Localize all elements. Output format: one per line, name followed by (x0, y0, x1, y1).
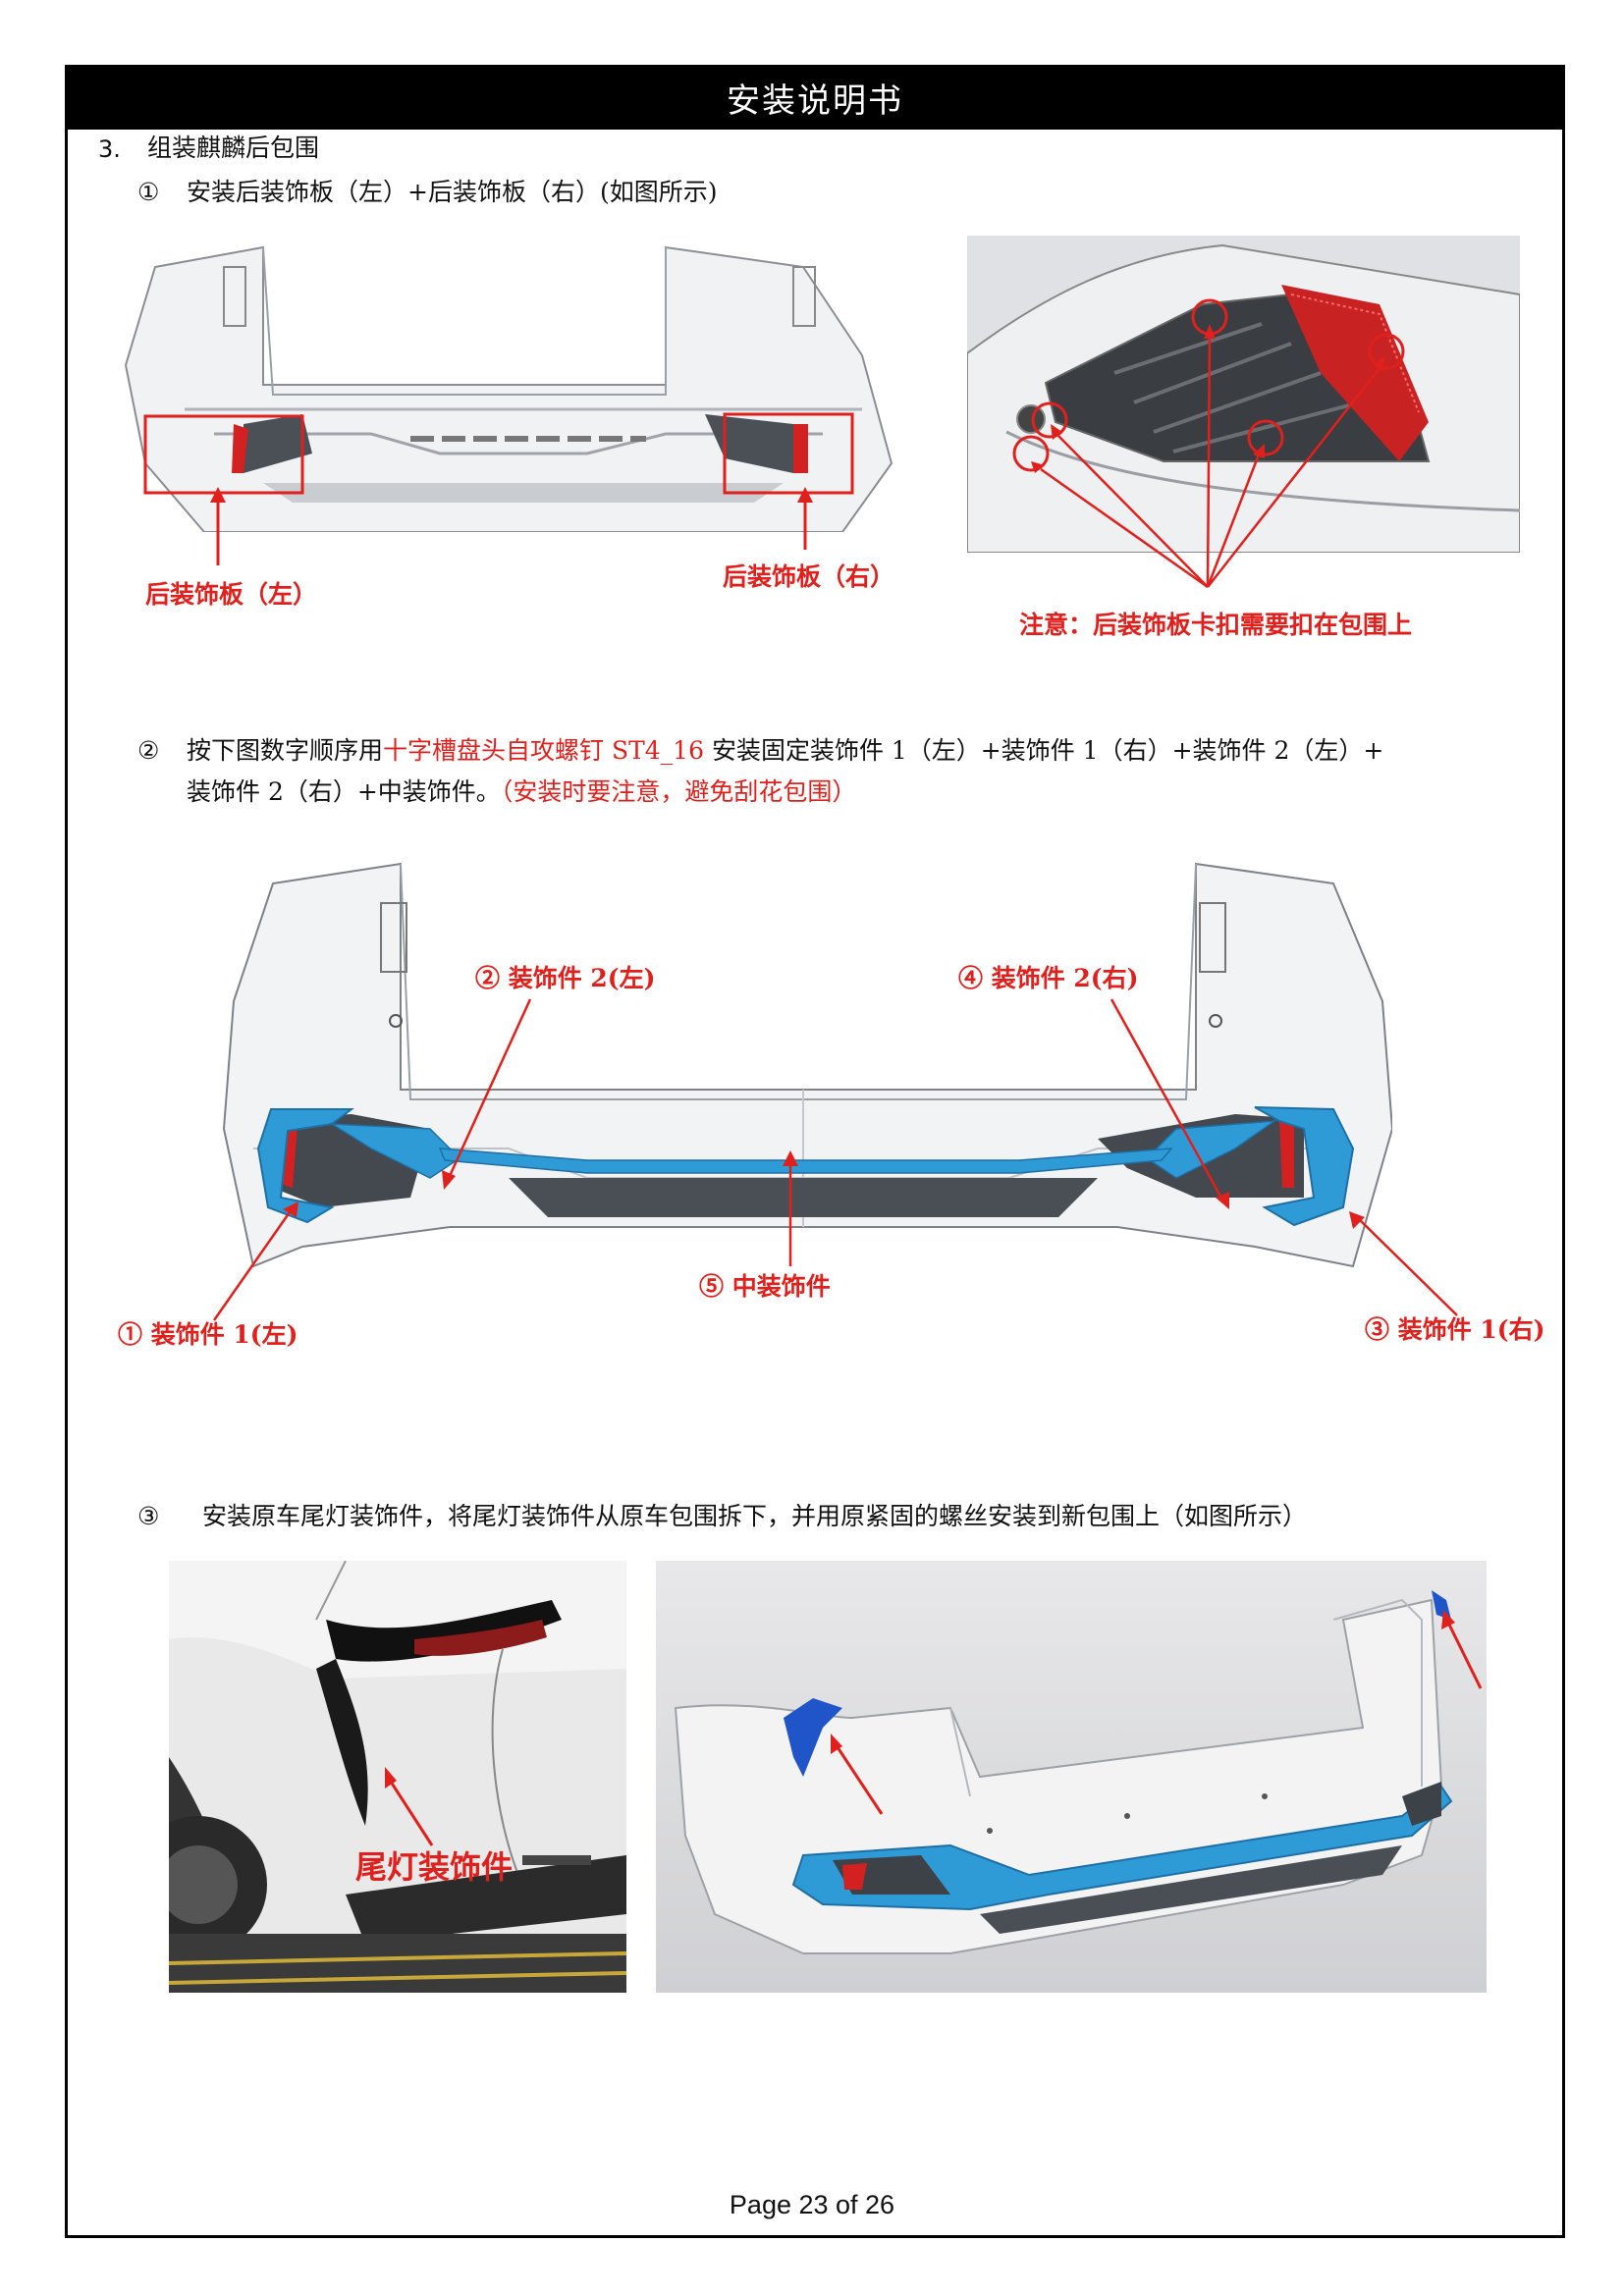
label-trim-2-right: ④ 装饰件 2(右) (958, 964, 1139, 992)
step2-warning: （安装时要注意，避免刮花包围） (500, 777, 857, 806)
clip-detail-image (967, 236, 1520, 553)
clip-note: 注意：后装饰板卡扣需要扣在包围上 (1019, 611, 1413, 639)
trim-assembly-diagram (214, 854, 1392, 1276)
step1-instruction: 安装后装饰板（左）+后装饰板（右）(如图所示) (187, 178, 718, 206)
label-trim-1-left: ① 装饰件 1(左) (118, 1320, 298, 1349)
step2-screw-spec: 十字槽盘头自攻螺钉 ST4_16 (383, 736, 704, 765)
photo-arrow (385, 1767, 434, 1846)
tail-light-trim-photo (169, 1561, 626, 1993)
label-rear-panel-right: 后装饰板（右） (723, 562, 895, 591)
step2-line2: 装饰件 2（右）+中装饰件。（安装时要注意，避免刮花包围） (187, 776, 856, 808)
step3-marker: ③ (137, 1502, 160, 1530)
step1-marker: ① (137, 178, 160, 206)
label-tail-light-trim: 尾灯装饰件 (355, 1848, 514, 1886)
label-middle-trim: ⑤ 中装饰件 (699, 1272, 831, 1301)
step2-text-a: 按下图数字顺序用 (187, 736, 384, 765)
bumper-iso-render (656, 1561, 1487, 1993)
step2-marker: ② (137, 736, 160, 765)
label-trim-1-right: ③ 装饰件 1(右) (1365, 1315, 1545, 1344)
section-title: 组装麒麟后包围 (147, 133, 320, 162)
step2-text-c: 装饰件 2（右）+中装饰件。 (187, 777, 501, 806)
clip-arrows (1012, 298, 1405, 589)
render-arrows (831, 1610, 1483, 1815)
page-title: 安装说明书 (65, 65, 1565, 130)
step1-arrows (210, 487, 813, 565)
bumper-rear-view-image (116, 238, 931, 532)
section-number: 3. (98, 135, 121, 163)
label-trim-2-left: ② 装饰件 2(左) (475, 964, 656, 992)
step2-line1: 按下图数字顺序用十字槽盘头自攻螺钉 ST4_16 安装固定装饰件 1（左）+装饰… (187, 735, 1383, 767)
step2-text-b: 安装固定装饰件 1（左）+装饰件 1（右）+装饰件 2（左）+ (711, 736, 1384, 765)
step3-instruction: 安装原车尾灯装饰件，将尾灯装饰件从原车包围拆下，并用原紧固的螺丝安装到新包围上（… (202, 1502, 1308, 1530)
trim-arrows (212, 998, 1458, 1321)
label-rear-panel-left: 后装饰板（左） (145, 580, 318, 609)
page-number: Page 23 of 26 (729, 2190, 895, 2219)
